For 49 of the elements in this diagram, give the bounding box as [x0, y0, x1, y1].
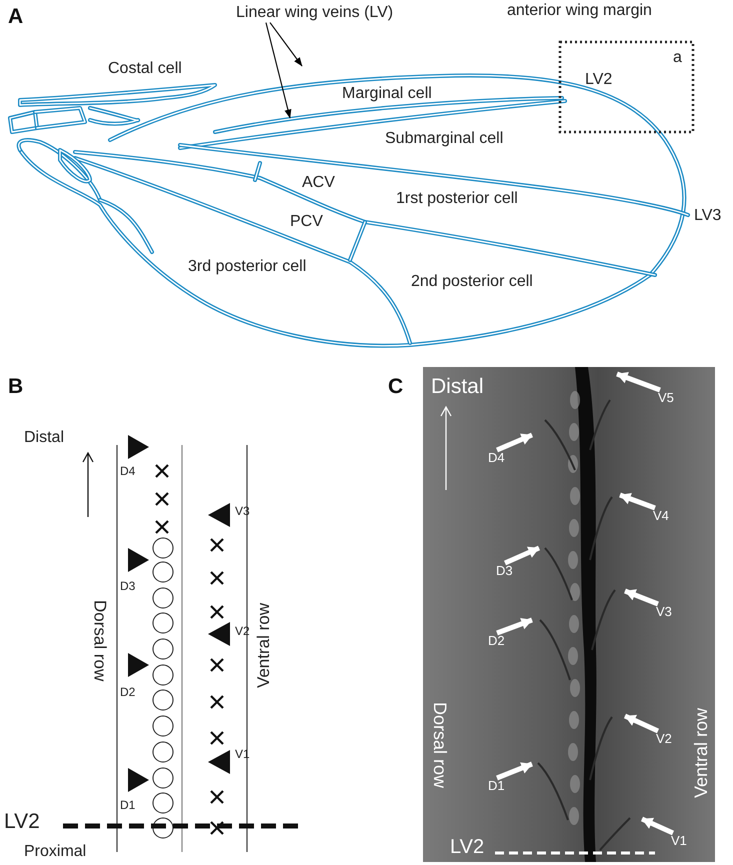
annotation-text: anterior wing margin [507, 2, 652, 20]
arrow [496, 432, 533, 452]
panel-label: B [8, 375, 24, 398]
bristle-label: D4 [488, 451, 505, 466]
row-label: Ventral row [692, 708, 712, 798]
vein-label: PCV [290, 213, 323, 231]
arrow [504, 546, 540, 566]
bristle-label: D3 [496, 564, 513, 578]
bristle-label: V3 [656, 605, 672, 620]
leader-line [270, 22, 302, 66]
panel-label: A [8, 5, 24, 28]
arrow [624, 714, 660, 734]
direction-label: Distal [431, 375, 484, 398]
arrow [619, 492, 656, 510]
panel-label: C [388, 375, 404, 398]
cell-label: Costal cell [108, 60, 182, 78]
bristle-label: V1 [671, 834, 687, 848]
bristle-label: V2 [656, 732, 672, 746]
cell-label: 1rst posterior cell [396, 190, 518, 208]
cell-label: Marginal cell [342, 85, 432, 103]
arrow [640, 816, 674, 836]
row-label: Dorsal row [90, 600, 109, 682]
bristle-label: D4 [120, 465, 136, 478]
bristle-label: D3 [120, 580, 136, 594]
vein-label: ACV [302, 174, 335, 192]
direction-label: Proximal [24, 843, 86, 861]
bristle-label: V4 [653, 509, 669, 524]
arrow [496, 762, 533, 780]
cell-label: 3rd posterior cell [188, 258, 306, 276]
arrow [624, 588, 659, 606]
arrow [616, 372, 661, 392]
direction-label: Distal [24, 429, 64, 447]
inset-letter: a [673, 49, 682, 67]
annotation-text: Linear wing veins (LV) [236, 4, 394, 22]
cell-label: Submarginal cell [385, 130, 504, 148]
vein-label: LV2 [450, 836, 484, 858]
bristle-label: D1 [488, 779, 505, 794]
bristle-label: V5 [658, 391, 674, 406]
bristle-label: D1 [120, 799, 136, 812]
vein-label: LV3 [694, 207, 722, 225]
leader-line [265, 22, 292, 118]
bristle-label: D2 [120, 686, 136, 700]
row-label: Dorsal row [429, 702, 449, 788]
vein-label: LV2 [4, 810, 40, 834]
bristle-label: D2 [488, 634, 505, 648]
vein-label: LV2 [585, 71, 612, 89]
arrow [496, 618, 533, 636]
cell-label: 2nd posterior cell [411, 273, 533, 291]
row-label: Ventral row [255, 603, 274, 688]
